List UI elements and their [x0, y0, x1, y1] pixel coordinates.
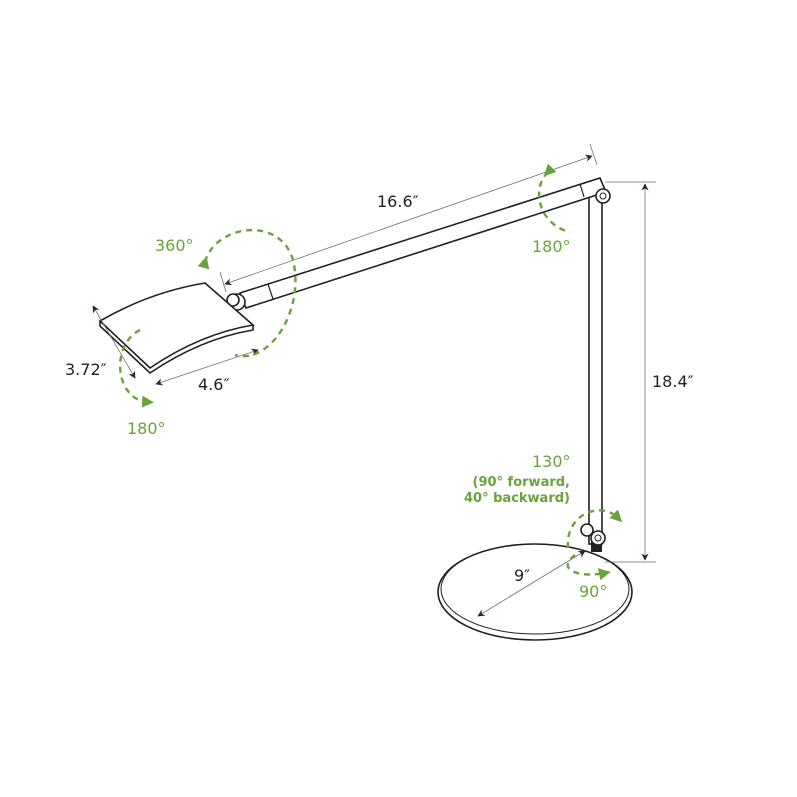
head-depth-label: 3.72″ [65, 360, 107, 379]
vertical-post [580, 191, 606, 552]
head-tilt-label: 180° [127, 419, 166, 438]
arm-pivot-label: 180° [532, 237, 571, 256]
height-label: 18.4″ [652, 372, 694, 391]
base-diameter-dimension-line [477, 550, 586, 617]
base-tilt-detail-2: 40° backward) [464, 491, 570, 506]
base-diameter-label: 9″ [514, 566, 530, 585]
head-width-dimension-line [155, 348, 259, 386]
arm-pivot-arc-icon [537, 163, 571, 234]
head-rotate-arc-icon [197, 228, 297, 358]
arm-length-dimension-line [224, 154, 593, 286]
base-tilt-detail-1: (90° forward, [473, 475, 571, 490]
base-swivel-arc-icon [566, 554, 611, 581]
base-tilt-label: 130° [532, 452, 571, 471]
arm-length-label: 16.6″ [377, 192, 419, 211]
head-rotate-label: 360° [155, 236, 194, 255]
head-tilt-arc-icon [119, 328, 154, 408]
base-tilt-arc-icon [566, 509, 623, 549]
base-swivel-label: 90° [579, 582, 607, 601]
head-width-label: 4.6″ [198, 375, 229, 394]
head-depth-dimension-line [92, 305, 136, 379]
